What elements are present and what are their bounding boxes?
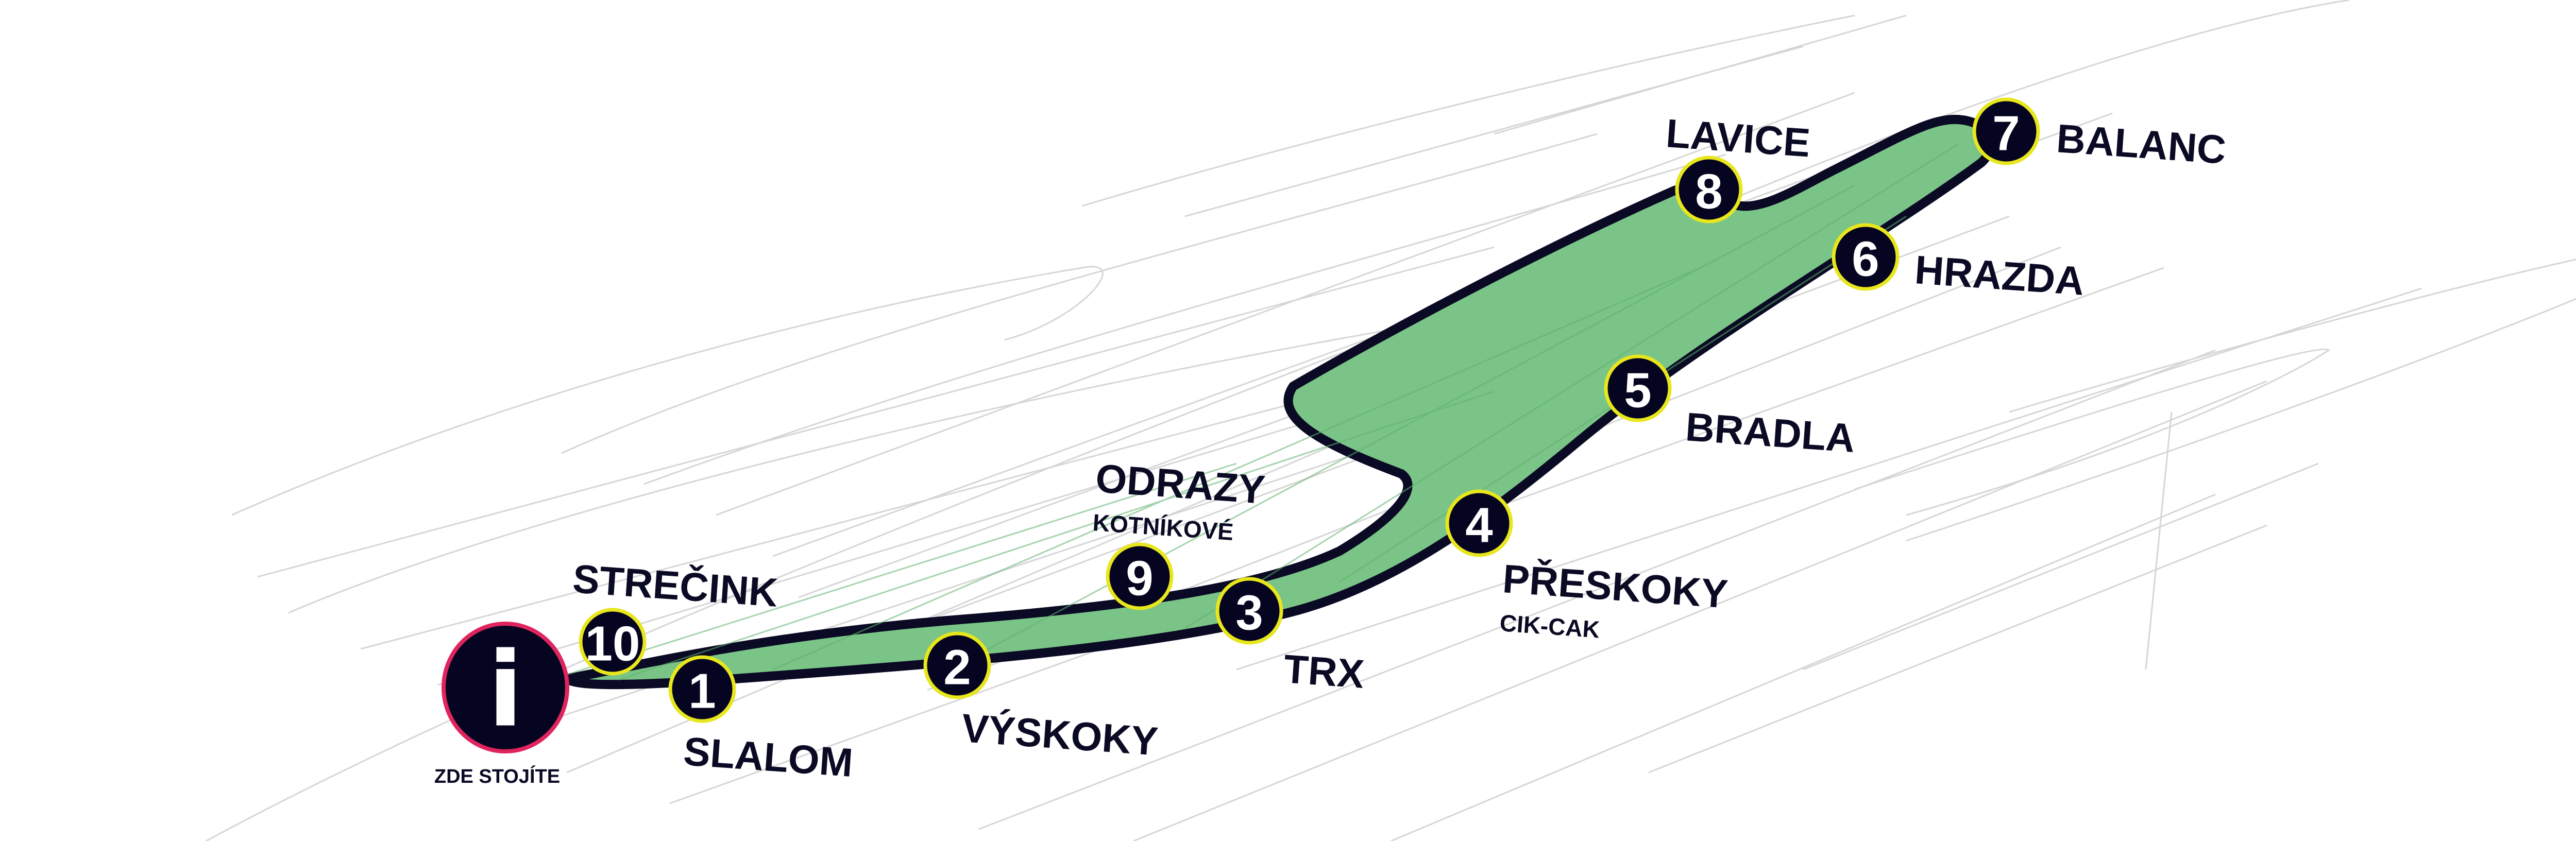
station-7[interactable]: 7 BALANC — [1972, 97, 2228, 173]
station-number: 5 — [1624, 363, 1651, 418]
station-label: VÝSKOKY — [960, 705, 1160, 764]
station-8[interactable]: 8 LAVICE — [1665, 110, 1812, 224]
station-number: 3 — [1235, 586, 1263, 641]
station-number: 10 — [585, 616, 640, 672]
station-number: 1 — [688, 664, 716, 719]
station-label: SLALOM — [682, 728, 855, 785]
station-label: STREČINK — [571, 556, 779, 615]
station-1[interactable]: 1 SLALOM — [668, 655, 855, 785]
you-are-here-label: ZDE STOJÍTE — [434, 765, 560, 787]
station-label: ODRAZY — [1094, 455, 1267, 512]
station-9[interactable]: 9 ODRAZY KOTNÍKOVÉ — [1092, 455, 1267, 610]
station-number: 7 — [1992, 106, 2020, 161]
station-label: PŘESKOKY — [1501, 556, 1730, 616]
station-number: 2 — [943, 640, 971, 695]
station-label: TRX — [1282, 646, 1366, 697]
station-sublabel: CIK-CAK — [1499, 609, 1600, 643]
station-label: BALANC — [2055, 115, 2228, 173]
station-5[interactable]: 5 BRADLA — [1604, 354, 1857, 461]
station-number: 4 — [1465, 498, 1493, 553]
station-label: BRADLA — [1684, 404, 1857, 461]
info-point[interactable]: i ZDE STOJÍTE — [434, 622, 569, 787]
station-4[interactable]: 4 PŘESKOKY CIK-CAK — [1445, 489, 1730, 643]
station-number: 6 — [1852, 232, 1879, 287]
station-label: LAVICE — [1665, 110, 1812, 165]
station-number: 8 — [1695, 164, 1722, 219]
station-number: 9 — [1126, 551, 1153, 606]
info-icon: i — [488, 630, 523, 750]
station-6[interactable]: 6 HRAZDA — [1832, 223, 2086, 304]
info-marker[interactable] — [442, 622, 569, 753]
station-3[interactable]: 3 TRX — [1215, 577, 1366, 697]
station-sublabel: KOTNÍKOVÉ — [1092, 509, 1234, 545]
